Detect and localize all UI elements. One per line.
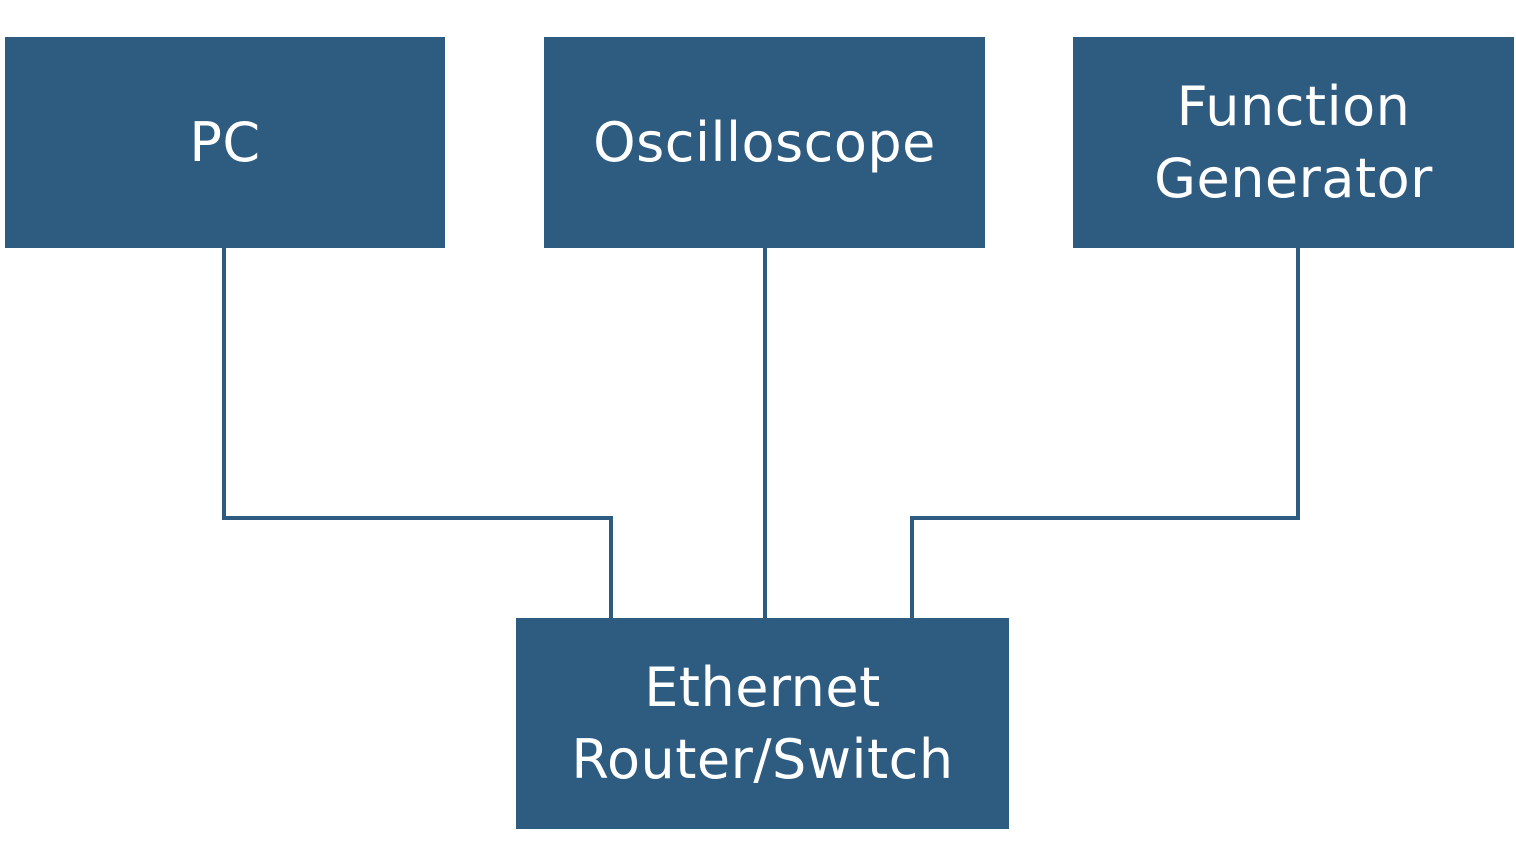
function-generator-label-line2: Generator: [1154, 146, 1433, 210]
connector-function-generator-router: [910, 248, 1300, 618]
oscilloscope-label: Oscilloscope: [593, 110, 936, 174]
oscilloscope-box: Oscilloscope: [544, 37, 985, 248]
router-box: Ethernet Router/Switch: [516, 618, 1009, 829]
router-label-line1: Ethernet: [644, 655, 881, 719]
pc-box: PC: [5, 37, 445, 248]
function-generator-box: Function Generator: [1073, 37, 1514, 248]
pc-label: PC: [189, 110, 261, 174]
router-label-line2: Router/Switch: [571, 727, 954, 791]
connector-pc-router: [222, 248, 613, 618]
function-generator-label-line1: Function: [1176, 74, 1411, 138]
